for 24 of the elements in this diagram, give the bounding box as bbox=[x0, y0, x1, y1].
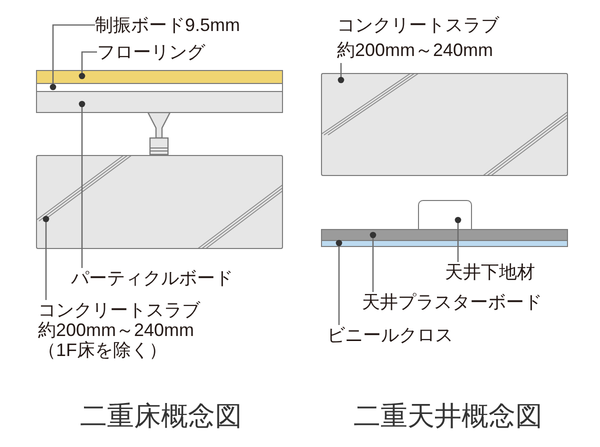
flooring-layer bbox=[36, 70, 283, 84]
leader-line bbox=[338, 63, 344, 84]
part-label: コンクリートスラブ約200mm～240mm bbox=[337, 13, 504, 63]
concrete-slab bbox=[36, 155, 283, 249]
leader-line bbox=[370, 232, 376, 292]
plasterboard-layer bbox=[321, 229, 568, 241]
figure-caption: 二重床概念図 bbox=[80, 401, 242, 431]
part-label: パーティクルボード bbox=[71, 268, 233, 288]
ceiling-joist bbox=[418, 200, 472, 230]
leader-line bbox=[454, 216, 462, 262]
part-label: コンクリートスラブ約200mm～240mm（1F床を除く） bbox=[38, 300, 206, 360]
vinyl-cloth-layer bbox=[321, 240, 568, 247]
leader-line bbox=[78, 100, 86, 268]
concrete-slab bbox=[321, 73, 568, 176]
part-label: フローリング bbox=[97, 42, 205, 62]
leader-line bbox=[42, 216, 50, 300]
part-label: 制振ボード9.5mm bbox=[95, 15, 240, 35]
part-label: ビニールクロス bbox=[327, 325, 453, 345]
part-label: 天井プラスターボード bbox=[362, 292, 542, 312]
leader-line bbox=[78, 51, 97, 80]
leader-line bbox=[336, 240, 342, 325]
figure-caption: 二重天井概念図 bbox=[354, 401, 542, 431]
part-label: 天井下地材 bbox=[445, 262, 535, 282]
leader-line bbox=[50, 24, 95, 90]
